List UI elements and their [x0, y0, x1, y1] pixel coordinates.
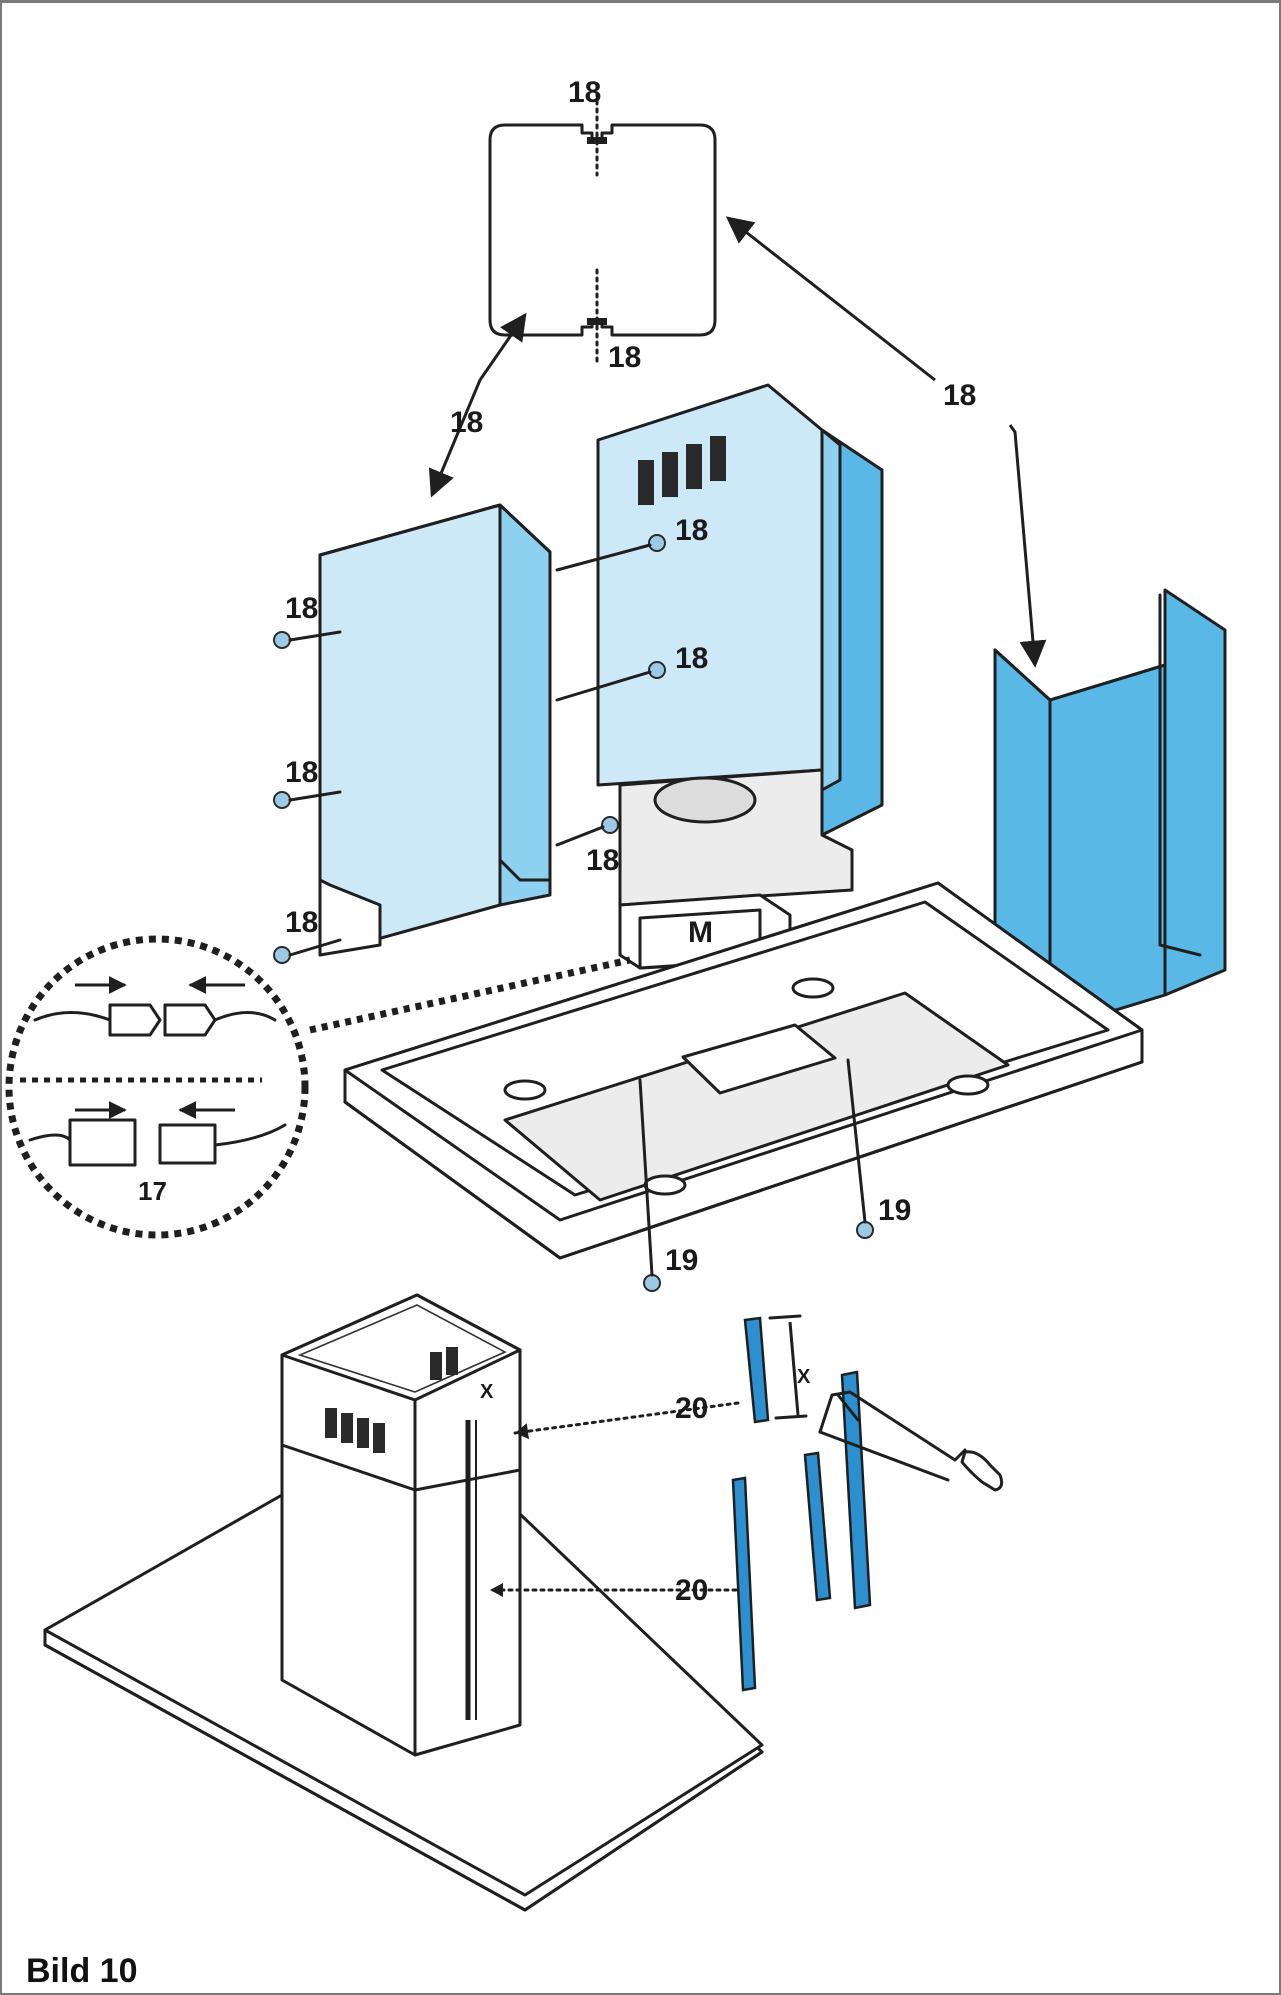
- label-18-upper-screw: 18: [675, 514, 708, 547]
- label-18-lower-screw: 18: [586, 844, 619, 877]
- label-18-top: 18: [568, 76, 601, 109]
- label-19-right: 19: [878, 1194, 911, 1227]
- hood-canopy: [343, 881, 1144, 1260]
- label-x-chimney: X: [480, 1381, 494, 1403]
- chimney-side-panel-right: [993, 588, 1227, 1032]
- label-17: 17: [138, 1176, 167, 1206]
- label-18-middle-screw: 18: [675, 642, 708, 675]
- label-18-left-2: 18: [285, 756, 318, 789]
- assembled-hood: [43, 1293, 764, 1912]
- label-18-left-arrow: 18: [450, 406, 483, 439]
- vent-slots: [638, 436, 726, 505]
- chimney-front-panel-left: [318, 503, 552, 957]
- chimney-cross-section: [488, 83, 717, 367]
- label-18-right-arrow: 18: [943, 379, 976, 412]
- screws: [273, 534, 874, 1292]
- vent-slots-bottom: [325, 1347, 458, 1453]
- label-19-left: 19: [665, 1244, 698, 1277]
- label-20-lower: 20: [675, 1574, 708, 1607]
- hacksaw: [818, 1390, 1004, 1492]
- figure-caption: Bild 10: [26, 1952, 138, 1990]
- callout-labels: 18 18 18 18 18 18 18 18 18 18 M 17 19 19…: [138, 76, 976, 1607]
- label-motor: M: [688, 916, 713, 949]
- label-18-left-3: 18: [285, 906, 318, 939]
- chimney-upper-body: [596, 383, 884, 970]
- label-18-left-1: 18: [285, 592, 318, 625]
- trim-strips: [731, 1314, 872, 1692]
- label-x-strip: X: [797, 1366, 811, 1388]
- plug-connector-detail: [5, 935, 631, 1239]
- label-20-upper: 20: [675, 1392, 708, 1425]
- label-18-section-bottom: 18: [608, 341, 641, 374]
- hood-lamps: [503, 977, 990, 1196]
